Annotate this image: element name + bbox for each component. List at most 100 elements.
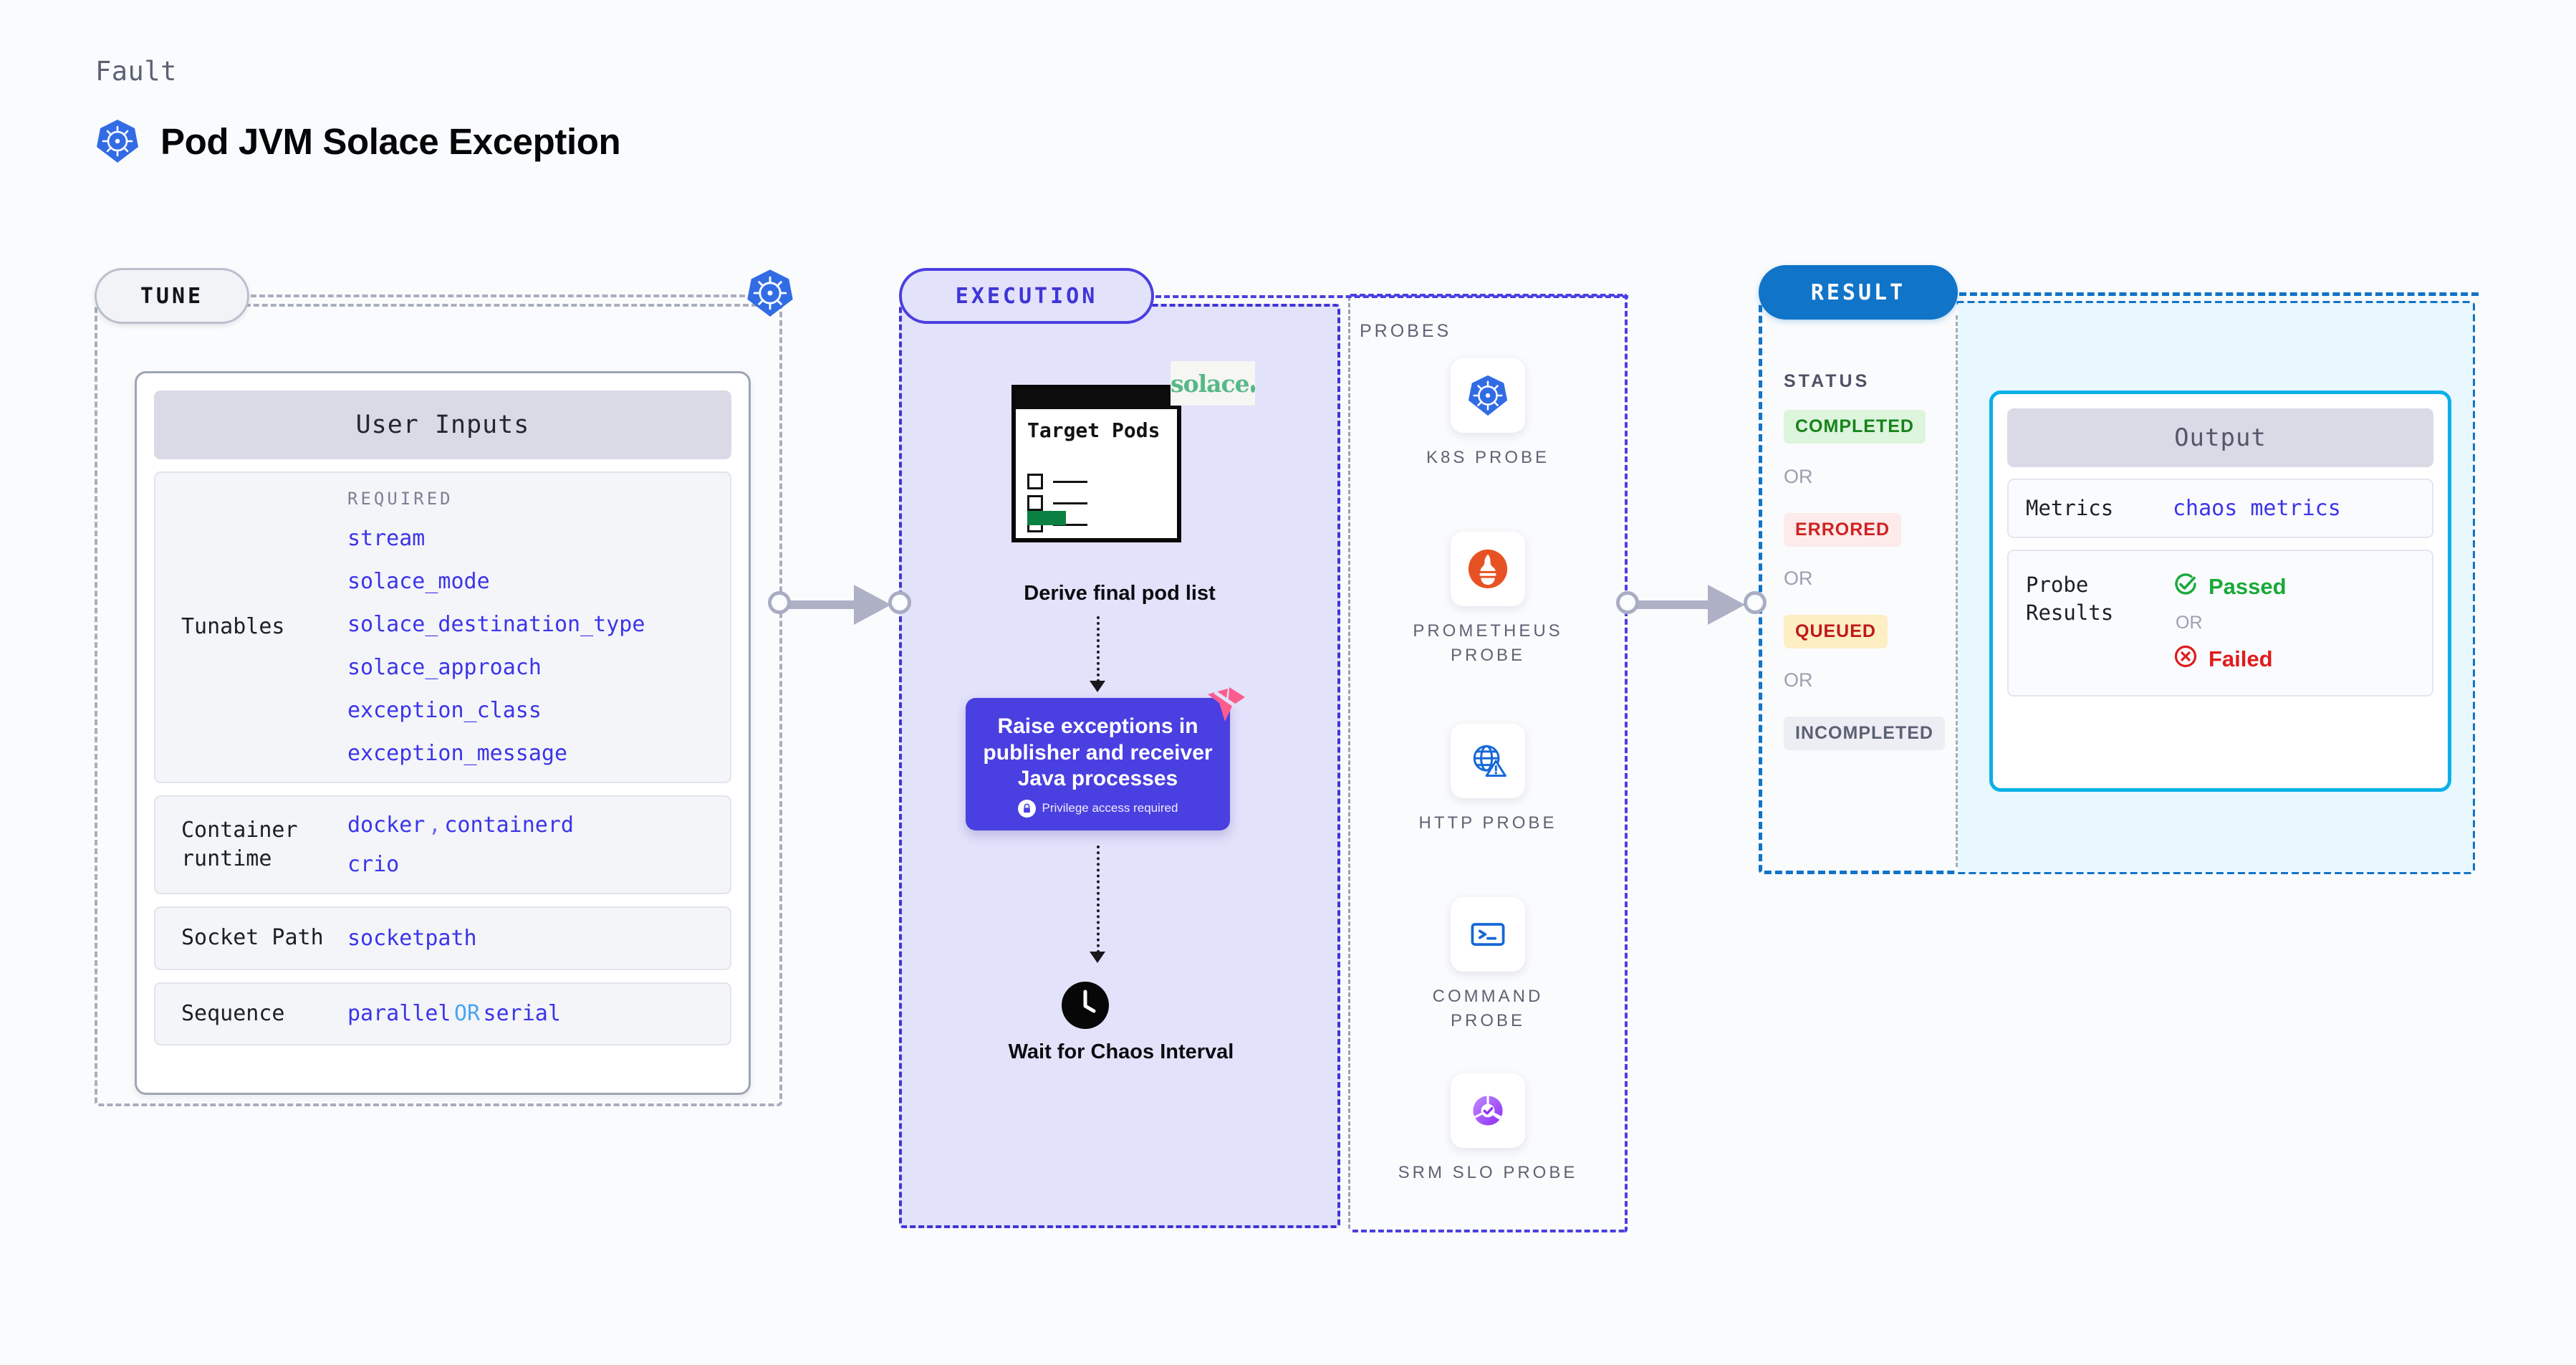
sequence-values: parallel OR serial [347,1001,717,1026]
metrics-row: Metrics chaos metrics [2007,479,2433,539]
privilege-note-text: Privilege access required [1042,801,1178,815]
flow-arrow-1-line [1097,616,1100,682]
probe-http[interactable]: HTTP PROBE [1395,724,1581,835]
target-pods-list-item [1027,474,1087,489]
execution-pill[interactable]: EXECUTION [899,268,1154,324]
tunables-label: Tunables [181,614,285,640]
probe-results-values: Passed OR Failed [2173,571,2287,675]
user-inputs-title: User Inputs [154,391,731,459]
runtime-containerd[interactable]: containerd [444,813,574,838]
lock-icon [1017,799,1036,818]
probe-command[interactable]: COMMAND PROBE [1395,897,1581,1033]
srm-slo-icon [1451,1073,1525,1148]
probe-srm-slo[interactable]: SRM SLO PROBE [1395,1073,1581,1185]
output-card: Output Metrics chaos metrics Probe Resul… [1989,391,2451,792]
probe-label: K8S PROBE [1426,448,1550,467]
status-badge-queued: QUEUED [1784,615,1888,648]
prometheus-icon [1451,532,1525,606]
list-line [1053,480,1087,483]
terminal-icon [1451,897,1525,972]
privilege-note: Privilege access required [1017,799,1178,818]
tunables-values: REQUIRED stream solace_mode solace_desti… [347,489,717,766]
page-title: Pod JVM Solace Exception [160,120,621,162]
status-badge-completed: COMPLETED [1784,410,1926,444]
connector-execution-to-result [1616,585,1774,625]
litmuschaos-icon [1203,684,1248,724]
runtime-docker[interactable]: docker [347,813,426,838]
raise-exceptions-step[interactable]: Raise exceptions in publisher and receiv… [966,698,1230,830]
probe-prometheus[interactable]: PROMETHEUS PROBE [1395,532,1581,667]
solace-logo-text: solace [1171,369,1250,398]
flow-arrow-1-head [1090,681,1105,692]
kubernetes-icon [745,268,795,318]
status-or-2: OR [1784,567,1813,589]
flow-arrow-2-line [1097,846,1100,953]
tunable-solace-mode[interactable]: solace_mode [347,569,490,594]
container-runtime-values: docker , containerd crio [347,813,717,877]
tunable-solace-destination-type[interactable]: solace_destination_type [347,612,645,637]
socket-path-value[interactable]: socketpath [347,925,477,951]
tunable-solace-approach[interactable]: solace_approach [347,655,542,680]
list-line [1053,502,1087,504]
failed-label: Failed [2209,646,2273,672]
clock-icon [1062,982,1109,1029]
probe-results-label: Probe Results [2026,573,2114,626]
target-pods-list-item [1027,495,1087,511]
sequence-label: Sequence [181,1000,285,1026]
socket-path-row: Socket Path socketpath [154,906,731,970]
result-connector-dash [1959,292,2479,296]
list-line [1053,523,1087,526]
tune-panel [95,304,782,1106]
x-circle-icon [2173,643,2198,675]
sequence-parallel[interactable]: parallel [347,1001,451,1027]
derive-pod-list-caption: Derive final pod list [1024,582,1216,605]
status-badge-errored: ERRORED [1784,513,1902,547]
target-pods-title: Target Pods [1027,418,1160,442]
status-or-3: OR [1784,669,1813,691]
kubernetes-icon [1451,358,1525,433]
http-globe-warning-icon [1451,724,1525,798]
sequence-serial[interactable]: serial [483,1001,561,1027]
status-badge-incompleted: INCOMPLETED [1784,717,1945,750]
probe-result-failed: Failed [2173,643,2287,675]
flow-arrow-2-head [1090,952,1105,963]
check-circle-icon [2173,571,2198,603]
checkbox-icon [1027,495,1043,511]
tune-connector-dash [251,294,745,297]
container-runtime-label: Container runtime [181,817,298,872]
target-pods-titlebar [1016,389,1177,409]
metrics-label: Metrics [2026,496,2114,520]
tunable-exception-class[interactable]: exception_class [347,698,542,723]
probe-label: COMMAND PROBE [1432,987,1544,1030]
passed-label: Passed [2209,574,2287,600]
runtime-crio[interactable]: crio [347,852,400,877]
probe-label: PROMETHEUS PROBE [1413,621,1563,665]
sequence-or: OR [453,1001,481,1027]
tunable-stream[interactable]: stream [347,526,426,551]
execution-connector-dash [1155,295,1628,298]
status-caption: STATUS [1784,371,1870,391]
status-or-1: OR [1784,466,1813,487]
socket-path-values: socketpath [347,926,717,951]
socket-path-label: Socket Path [181,925,324,950]
tunable-exception-message[interactable]: exception_message [347,741,568,766]
wait-chaos-interval-caption: Wait for Chaos Interval [1008,1040,1234,1063]
result-panel [1759,301,2475,874]
metrics-value[interactable]: chaos metrics [2173,496,2341,522]
container-runtime-row: Container runtime docker , containerd cr… [154,795,731,894]
required-caption: REQUIRED [347,489,453,509]
result-pill[interactable]: RESULT [1759,265,1958,320]
result-inner-divider [1956,315,1958,867]
solace-logo-dot [1250,384,1255,393]
probe-k8s[interactable]: K8S PROBE [1395,358,1581,470]
raise-exceptions-title: Raise exceptions in publisher and receiv… [983,714,1213,791]
runtime-separator: , [428,813,441,838]
tune-pill[interactable]: TUNE [95,268,249,324]
sequence-row: Sequence parallel OR serial [154,982,731,1045]
probes-caption: PROBES [1360,321,1452,341]
kubernetes-icon [95,118,140,164]
connector-tune-to-execution [768,585,911,625]
metrics-value-wrap: chaos metrics [2173,496,2341,521]
solace-logo: solace [1171,361,1255,406]
output-title: Output [2007,408,2433,467]
